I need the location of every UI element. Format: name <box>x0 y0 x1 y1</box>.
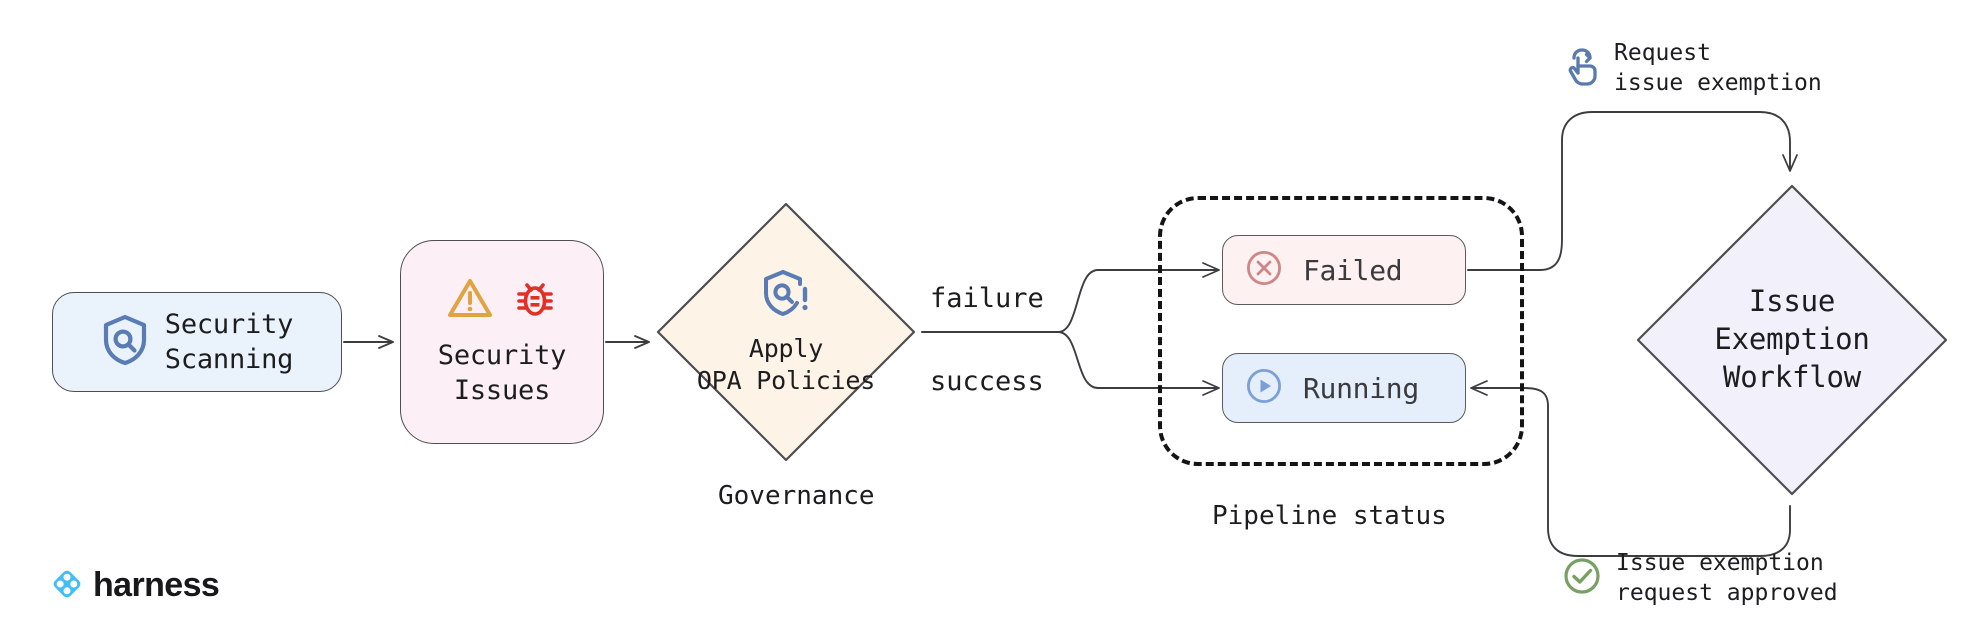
edge-label-failure: failure <box>930 283 1044 314</box>
shield-search-icon <box>101 314 149 370</box>
harness-logo: harness <box>50 566 220 605</box>
diamond-shape-exemption <box>1636 184 1948 496</box>
security-issue-icons <box>447 276 557 324</box>
warning-triangle-icon <box>447 277 493 323</box>
failed-circle-x-icon <box>1245 249 1283 291</box>
node-status-failed[interactable]: Failed <box>1222 235 1466 305</box>
annotation-request-line1: Request <box>1614 40 1711 66</box>
annotation-approved-text: Issue exemption request approved <box>1616 548 1838 609</box>
caption-pipeline-status: Pipeline status <box>1212 501 1447 531</box>
running-play-circle-icon <box>1245 367 1283 409</box>
pipeline-status-group <box>1158 196 1524 466</box>
node-label-security-issues: Security Issues <box>437 339 567 406</box>
bug-icon <box>513 276 557 324</box>
hand-click-icon <box>1562 45 1600 91</box>
annotation-approved-line1: Issue exemption <box>1616 550 1824 576</box>
node-label-running: Running <box>1303 371 1419 405</box>
node-security-issues[interactable]: Security Issues <box>400 240 604 444</box>
annotation-request-text: Request issue exemption <box>1614 38 1822 99</box>
node-status-running[interactable]: Running <box>1222 353 1466 423</box>
check-circle-icon <box>1562 556 1602 600</box>
annotation-request-issue-exemption: Request issue exemption <box>1562 38 1822 99</box>
node-label-security-scanning: Security Scanning <box>164 308 294 375</box>
harness-diamond-logo <box>50 567 84 605</box>
node-security-scanning[interactable]: Security Scanning <box>52 292 342 392</box>
harness-brand-name: harness <box>93 566 220 604</box>
node-apply-opa-policies[interactable]: Apply OPA Policies <box>650 196 922 468</box>
annotation-request-line2: issue exemption <box>1614 70 1822 97</box>
node-label-failed: Failed <box>1303 253 1403 287</box>
edge-label-success: success <box>930 366 1044 397</box>
node-issue-exemption-workflow[interactable]: Issue Exemption Workflow <box>1632 180 1952 500</box>
annotation-approved-line2: request approved <box>1616 580 1838 607</box>
diamond-shape-opa <box>656 202 916 462</box>
caption-governance: Governance <box>718 481 875 511</box>
annotation-request-approved: Issue exemption request approved <box>1562 548 1838 609</box>
